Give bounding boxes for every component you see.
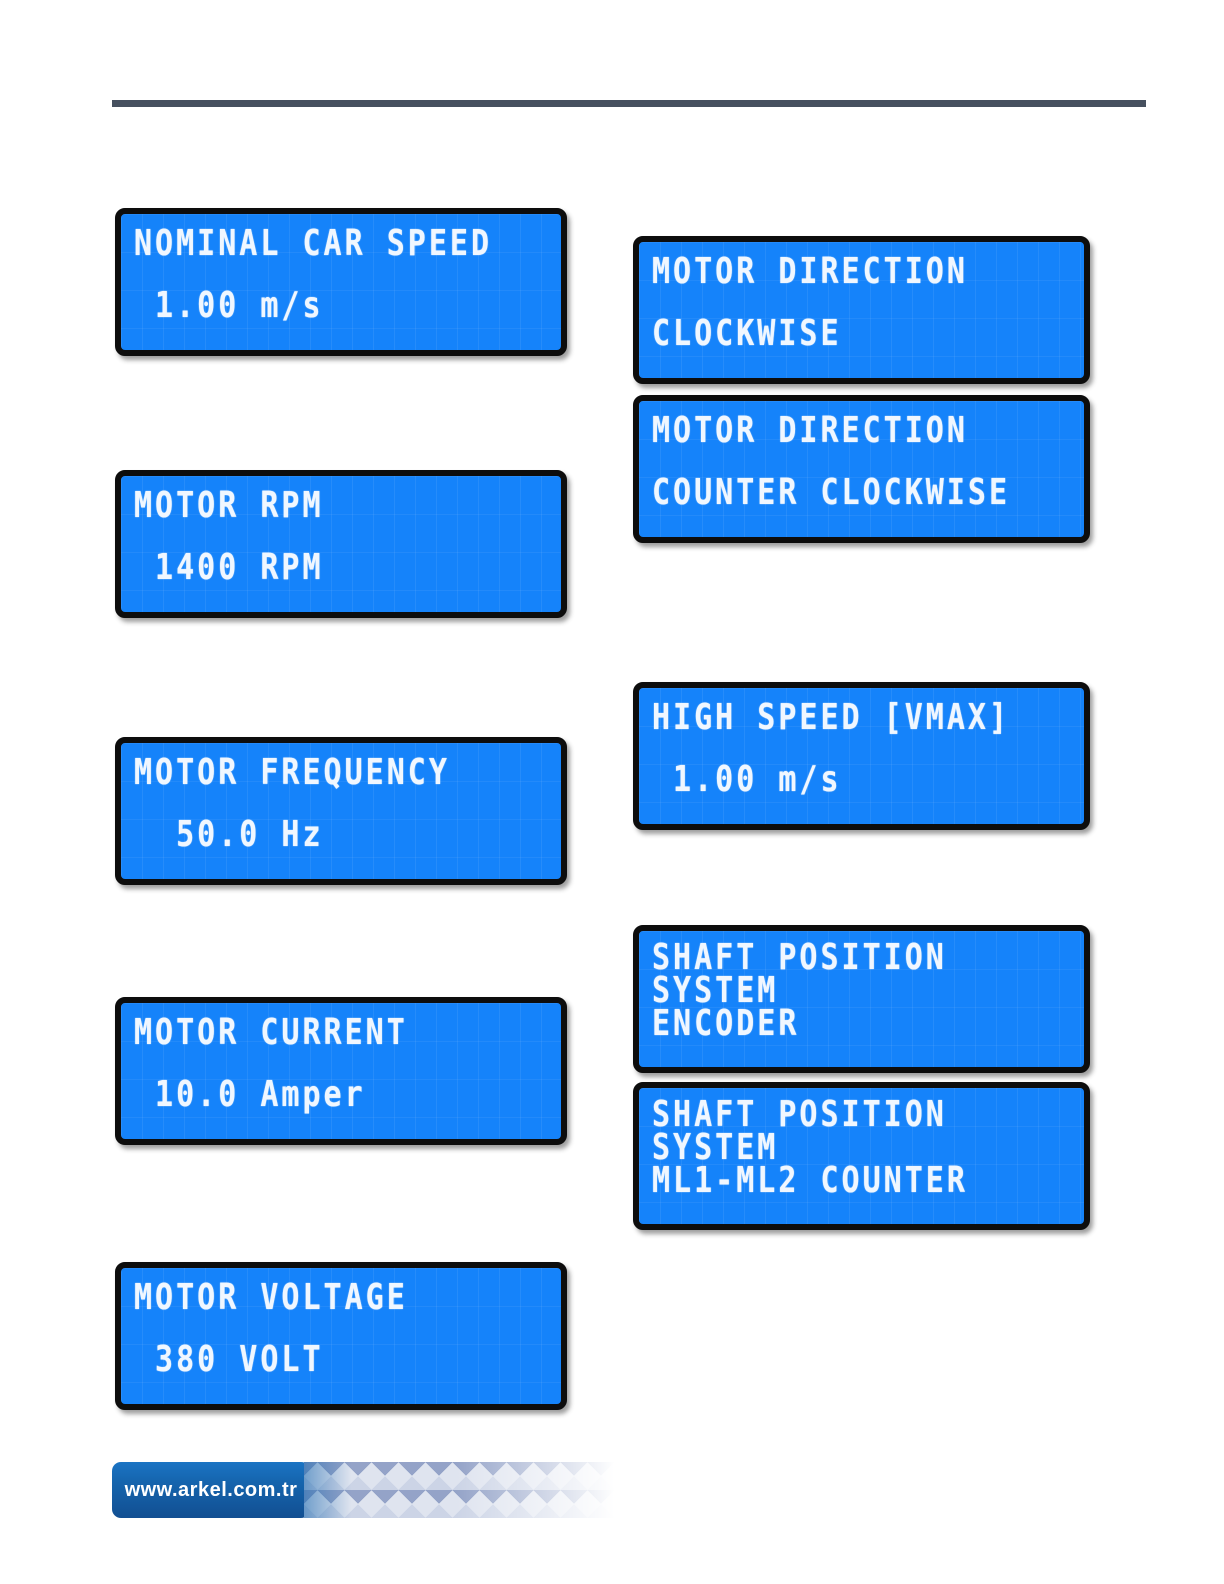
- lcd-line-title: MOTOR FREQUENCY: [134, 752, 450, 794]
- lcd-line-value: 1400 RPM: [134, 547, 324, 589]
- lcd-line-subtitle: SYSTEM: [652, 1127, 779, 1169]
- footer-website-text: www.arkel.com.tr: [124, 1478, 298, 1501]
- lcd-screen-shaft-position-system-encoder: SHAFT POSITION SYSTEM ENCODER: [633, 925, 1090, 1073]
- lcd-line-title: MOTOR RPM: [134, 485, 324, 527]
- lcd-screen-high-speed-vmax: HIGH SPEED [VMAX] 1.00 m/s: [633, 682, 1090, 830]
- lcd-line-value: 10.0 Amper: [134, 1074, 366, 1116]
- lcd-line-title: HIGH SPEED [VMAX]: [652, 697, 1011, 739]
- footer-banner: www.arkel.com.tr: [112, 1462, 642, 1518]
- footer-triangle-pattern: [304, 1462, 642, 1518]
- lcd-line-subtitle: SYSTEM: [652, 970, 779, 1012]
- lcd-screen-motor-direction-clockwise: MOTOR DIRECTION CLOCKWISE: [633, 236, 1090, 384]
- lcd-line-value: 1.00 m/s: [652, 759, 842, 801]
- lcd-line-title: MOTOR DIRECTION: [652, 251, 968, 293]
- lcd-line-title: SHAFT POSITION: [652, 937, 947, 979]
- lcd-line-value: ML1-ML2 COUNTER: [652, 1160, 968, 1202]
- lcd-screen-motor-rpm: MOTOR RPM 1400 RPM: [115, 470, 567, 618]
- lcd-line-title: MOTOR DIRECTION: [652, 410, 968, 452]
- lcd-line-title: SHAFT POSITION: [652, 1094, 947, 1136]
- lcd-screen-nominal-car-speed: NOMINAL CAR SPEED 1.00 m/s: [115, 208, 567, 356]
- lcd-screen-motor-voltage: MOTOR VOLTAGE 380 VOLT: [115, 1262, 567, 1410]
- lcd-line-value: 1.00 m/s: [134, 285, 324, 327]
- footer-website-bar: www.arkel.com.tr: [112, 1462, 310, 1518]
- lcd-line-value: CLOCKWISE: [652, 313, 842, 355]
- lcd-line-value: 50.0 Hz: [134, 814, 324, 856]
- lcd-line-title: MOTOR VOLTAGE: [134, 1277, 408, 1319]
- lcd-line-value: ENCODER: [652, 1003, 800, 1045]
- lcd-screen-shaft-position-system-ml-counter: SHAFT POSITION SYSTEM ML1-ML2 COUNTER: [633, 1082, 1090, 1230]
- lcd-screen-motor-current: MOTOR CURRENT 10.0 Amper: [115, 997, 567, 1145]
- top-divider-rule: [112, 100, 1146, 107]
- lcd-line-title: MOTOR CURRENT: [134, 1012, 408, 1054]
- lcd-line-value: COUNTER CLOCKWISE: [652, 472, 1011, 514]
- lcd-line-value: 380 VOLT: [134, 1339, 324, 1381]
- lcd-screen-motor-direction-counter-clockwise: MOTOR DIRECTION COUNTER CLOCKWISE: [633, 395, 1090, 543]
- lcd-line-title: NOMINAL CAR SPEED: [134, 223, 493, 265]
- lcd-screen-motor-frequency: MOTOR FREQUENCY 50.0 Hz: [115, 737, 567, 885]
